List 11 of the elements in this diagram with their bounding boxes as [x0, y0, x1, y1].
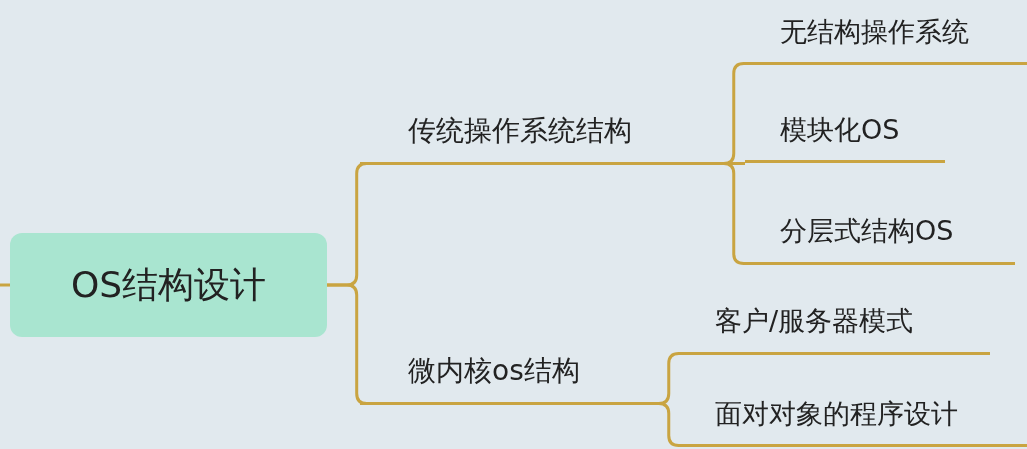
connector-line [730, 162, 745, 165]
topic-text: 模块化OS [780, 113, 900, 147]
topic-text: 分层式结构OS [780, 214, 954, 248]
topic-text: 无结构操作系统 [780, 15, 969, 49]
topic-text: 客户/服务器模式 [715, 304, 914, 338]
topic-text: 面对对象的程序设计 [715, 397, 958, 431]
root-box [10, 233, 327, 337]
topic-text: 微内核os结构 [408, 353, 580, 389]
root-title: OS结构设计 [70, 262, 267, 307]
connector-line [0, 283, 10, 287]
topic-text: 传统操作系统结构 [408, 113, 632, 149]
